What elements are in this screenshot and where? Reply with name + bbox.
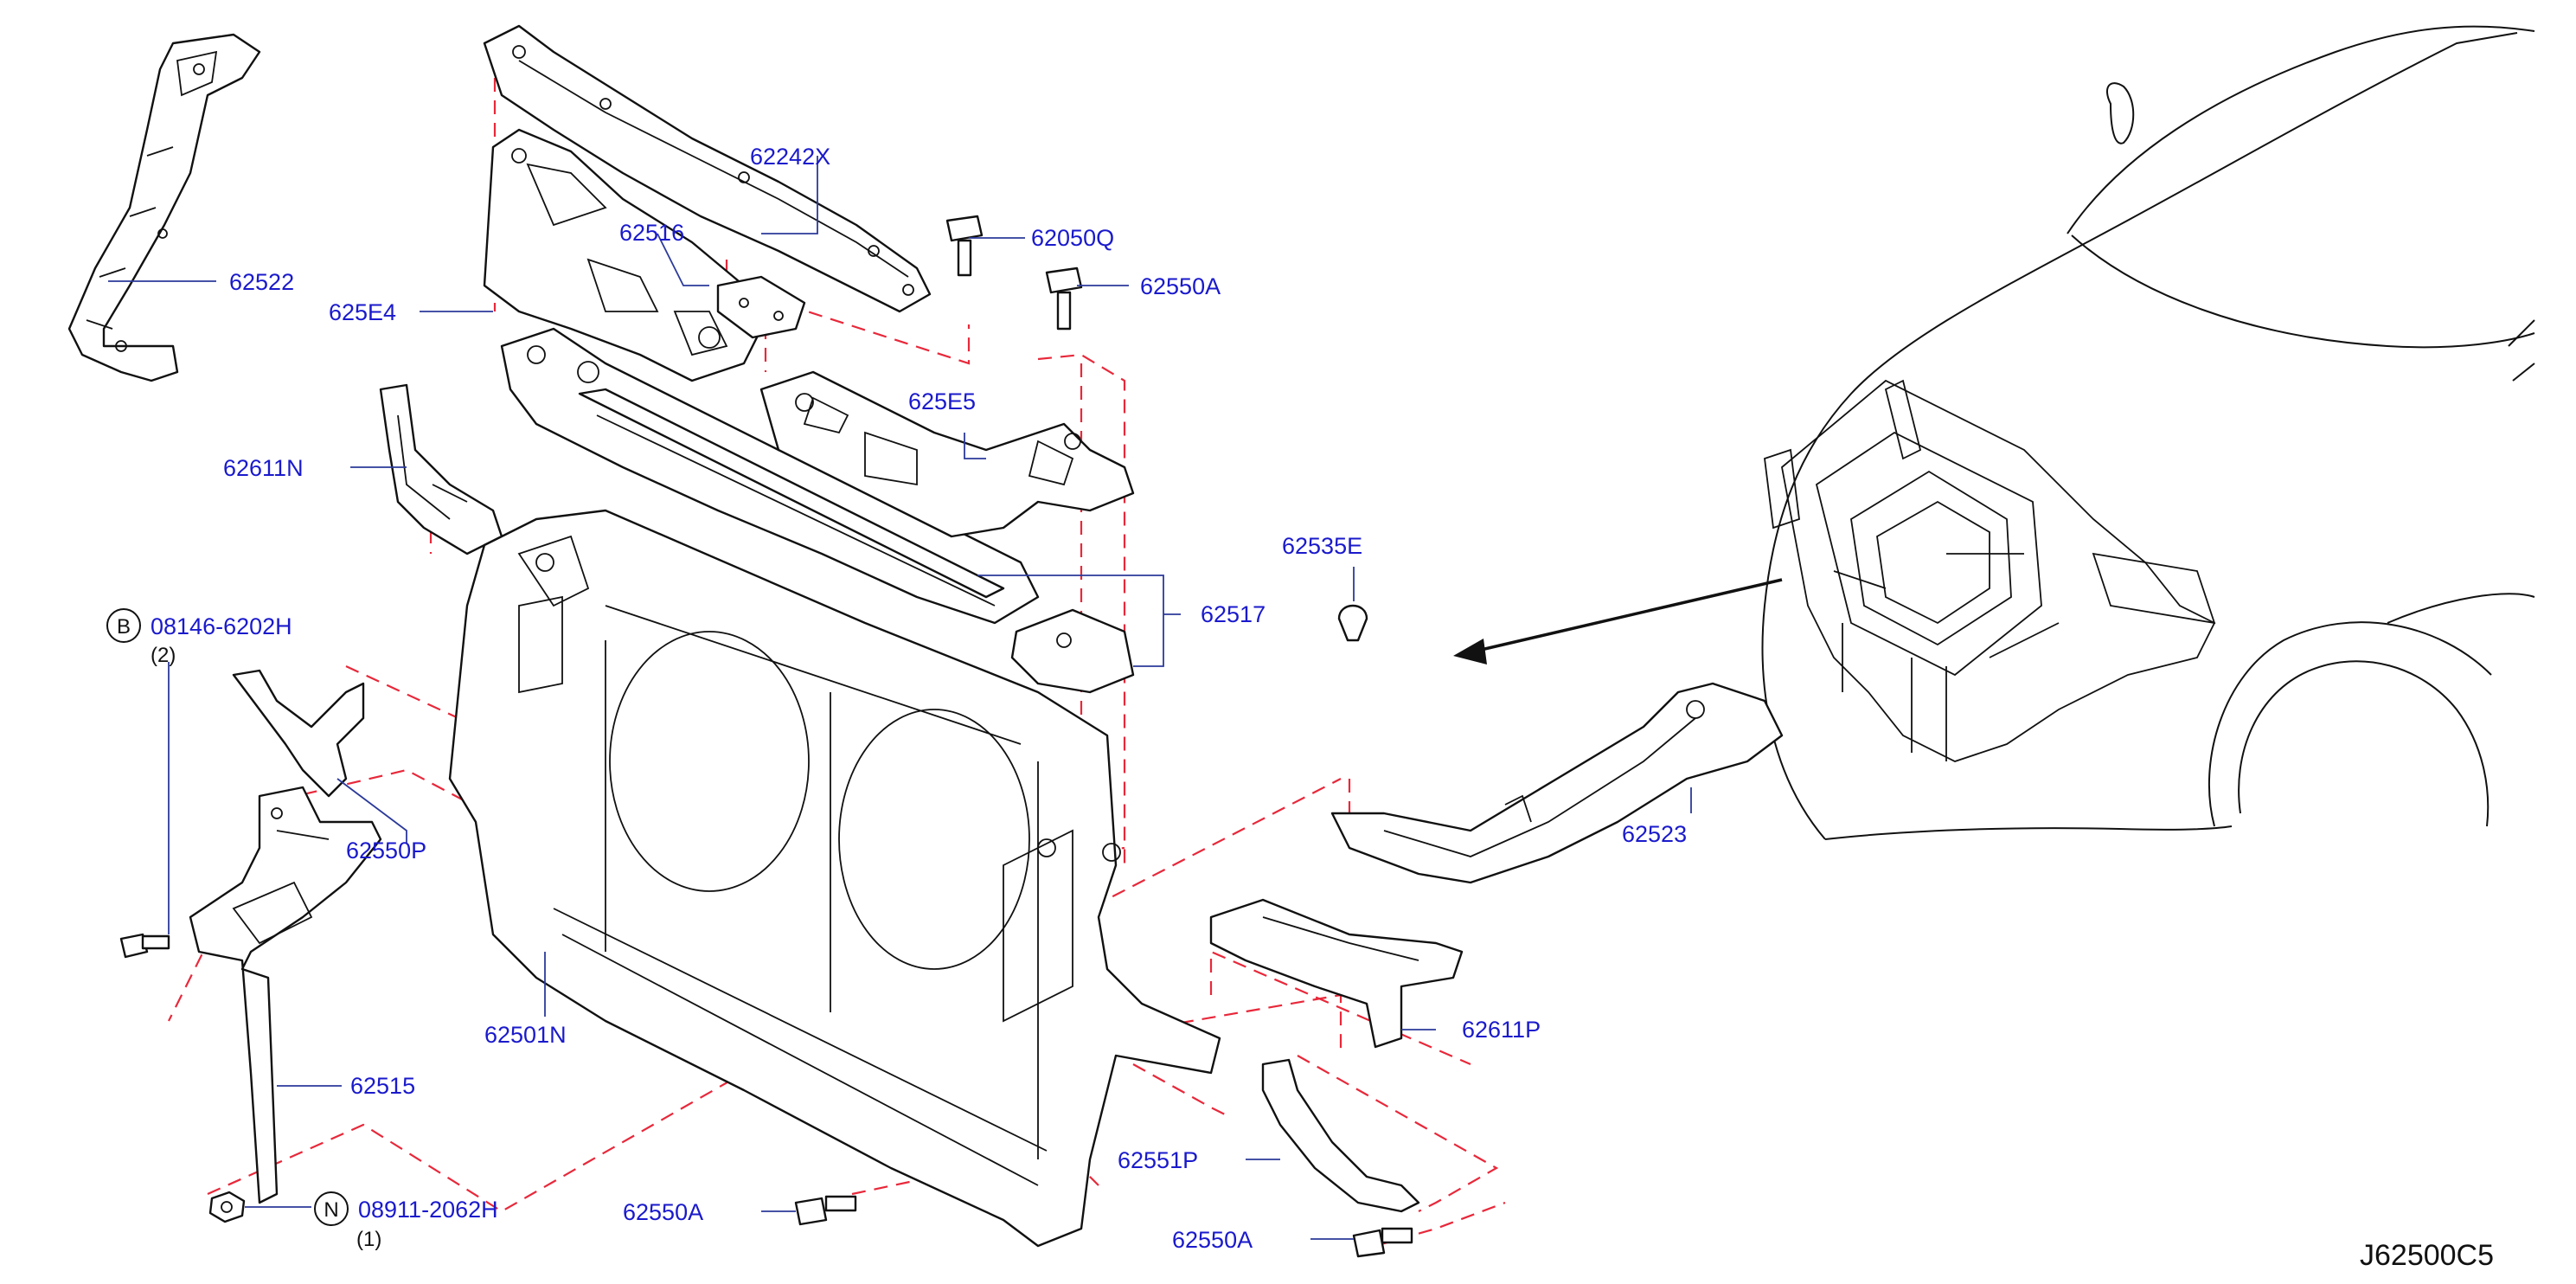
vehicle-outline: [1761, 25, 2535, 840]
bolt-62550A-bottom-right-icon: [1352, 1227, 1413, 1258]
svg-text:N: N: [324, 1198, 338, 1222]
label-62550A-bottom-right: 62550A: [1172, 1227, 1253, 1253]
bolt-62550A-bottom-left-icon: [794, 1195, 857, 1226]
label-62501N: 62501N: [484, 1022, 567, 1048]
label-08146-qty: (2): [151, 644, 176, 667]
label-62050Q: 62050Q: [1031, 225, 1114, 251]
label-62515: 62515: [350, 1073, 415, 1099]
clip-62535E-icon: [1337, 604, 1368, 642]
label-625E5: 625E5: [908, 388, 976, 414]
part-62515-side-support: [189, 786, 382, 1204]
label-62516: 62516: [619, 220, 684, 246]
label-62535E: 62535E: [1282, 533, 1362, 559]
nut-08911-icon: [208, 1191, 246, 1223]
circle-N-icon: N: [314, 1191, 349, 1226]
circle-B-icon: B: [106, 608, 141, 643]
label-08146-6202H: 08146-6202H: [151, 613, 292, 639]
label-62551P: 62551P: [1118, 1147, 1198, 1173]
label-62550A-bottom-left: 62550A: [623, 1199, 703, 1225]
label-08911-2062H: 08911-2062H: [358, 1197, 498, 1223]
part-62551P-stay: [1261, 1058, 1420, 1213]
label-62517: 62517: [1201, 601, 1266, 627]
part-62501N-core-support: [448, 509, 1221, 1248]
part-62516-plate: [716, 275, 806, 339]
part-62611N-bracket: [379, 383, 503, 555]
part-62550P-bracket: [232, 669, 365, 798]
part-625E4-bracket: [483, 128, 763, 382]
bolt-08146-icon: [119, 933, 170, 959]
part-62611P-bracket: [1209, 898, 1464, 1049]
svg-text:B: B: [117, 615, 131, 639]
label-08911-qty: (1): [356, 1228, 381, 1251]
part-62522-bracket: [67, 33, 261, 382]
label-62550P: 62550P: [346, 838, 426, 863]
part-62242X-upper-tie-bar: [483, 24, 932, 313]
leader-lines: [108, 156, 1692, 1240]
bolt-62550A-top-icon: [1045, 266, 1083, 331]
label-62611P: 62611P: [1462, 1017, 1541, 1043]
label-625E4: 625E4: [329, 299, 396, 325]
diagram-reference-id: J62500C5: [2360, 1239, 2494, 1272]
part-625E5-bracket: [759, 370, 1135, 538]
bolt-62050Q-icon: [945, 215, 984, 277]
label-62523: 62523: [1622, 821, 1687, 847]
pointer-arrow: [1453, 578, 1783, 664]
fasteners: [119, 215, 1413, 1258]
label-62522: 62522: [229, 269, 294, 295]
label-62242X: 62242X: [750, 144, 830, 170]
part-62523-side-member: [1330, 682, 1784, 884]
part-62517-seal: [578, 388, 1135, 694]
part-labels: 62522 625E4 62242X 62516 62050Q 62550A 6…: [151, 144, 2494, 1272]
label-62611N: 62611N: [223, 455, 304, 481]
label-62550A-top: 62550A: [1140, 273, 1221, 299]
